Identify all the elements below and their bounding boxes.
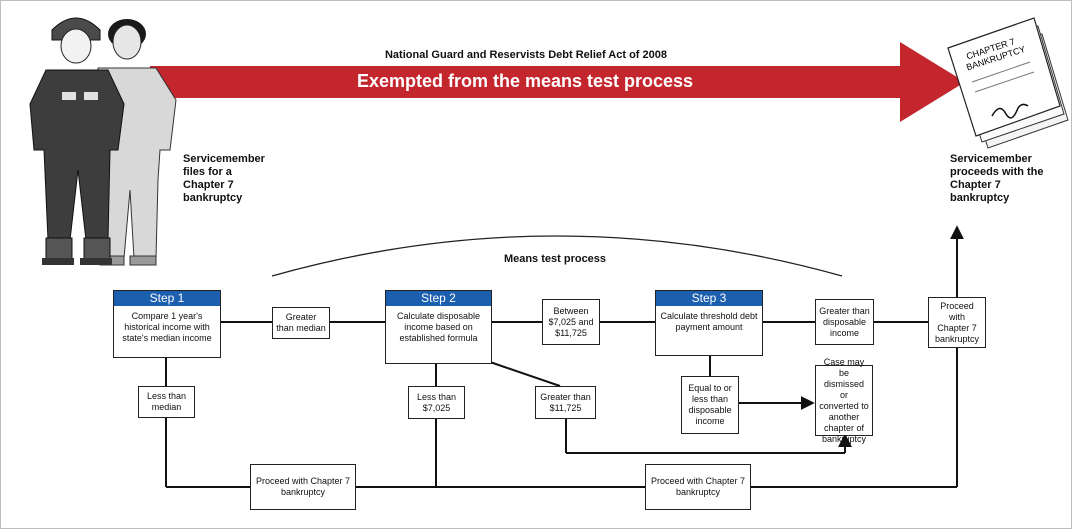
left-caption-line: Servicemember [183, 153, 265, 165]
between-box: Between $7,025 and $11,725 [542, 299, 600, 345]
less-than-7025-box: Less than $7,025 [408, 386, 465, 419]
left-caption-line: bankruptcy [183, 192, 243, 204]
step-2-box: Step 2 Calculate disposable income based… [385, 290, 492, 364]
banner-text: Exempted from the means test process [356, 71, 694, 91]
proceed-right-box: Proceed with Chapter 7 bankruptcy [928, 297, 986, 348]
means-test-label: Means test process [503, 253, 607, 265]
step-2-text: Calculate disposable income based on est… [396, 311, 481, 343]
bankruptcy-document-illustration: CHAPTER 7 BANKRUPTCY [947, 17, 1069, 149]
case-dismissed-box: Case may be dismissed or converted to an… [815, 357, 873, 444]
step-1-text: Compare 1 year's historical income with … [122, 311, 212, 343]
right-caption-line: proceeds with the [950, 166, 1044, 178]
right-caption-line: Chapter 7 [950, 179, 1001, 191]
proceed-bottom-right-box: Proceed with Chapter 7 bankruptcy [645, 464, 751, 510]
left-caption-line: files for a [183, 166, 232, 178]
left-caption: Servicemember files for a Chapter 7 bank… [183, 153, 265, 205]
equal-or-less-box: Equal to or less than disposable income [681, 376, 739, 434]
less-than-median-box: Less than median [138, 386, 195, 418]
step-3-title: Step 3 [656, 291, 762, 306]
act-title: National Guard and Reservists Debt Relie… [384, 49, 667, 61]
left-caption-line: Chapter 7 [183, 179, 234, 191]
proceed-bottom-left-box: Proceed with Chapter 7 bankruptcy [250, 464, 356, 510]
greater-than-median-box: Greater than median [272, 307, 330, 339]
means-test-arc [271, 235, 843, 277]
banner-arrow [150, 42, 965, 122]
step-1-box: Step 1 Compare 1 year's historical incom… [113, 290, 221, 358]
step-2-title: Step 2 [386, 291, 491, 306]
right-caption-line: Servicemember [950, 153, 1032, 165]
servicemember-figures-illustration [29, 17, 177, 266]
right-caption-line: bankruptcy [950, 192, 1010, 204]
step-1-title: Step 1 [114, 291, 220, 306]
step-3-box: Step 3 Calculate threshold debt payment … [655, 290, 763, 356]
greater-than-11725-box: Greater than $11,725 [535, 386, 596, 419]
greater-than-disposable-box: Greater than disposable income [815, 299, 874, 345]
right-caption: Servicemember proceeds with the Chapter … [950, 153, 1044, 205]
step-3-text: Calculate threshold debt payment amount [660, 311, 758, 332]
